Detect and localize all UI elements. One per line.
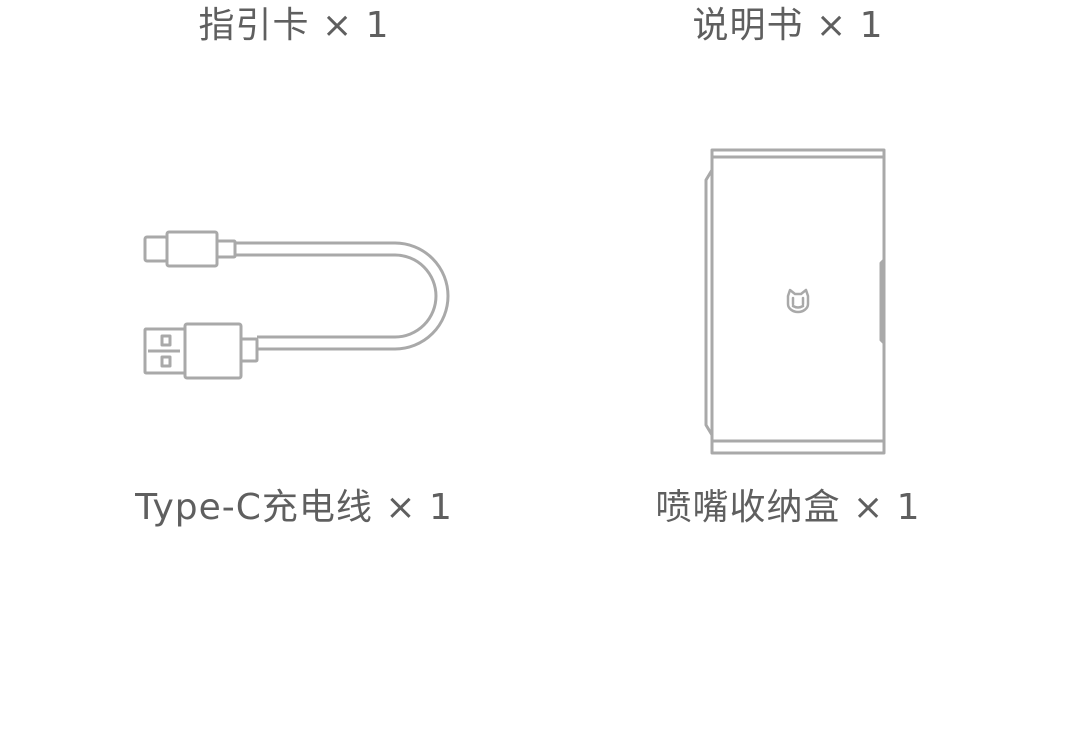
type-c-cable-icon <box>143 230 450 380</box>
type-c-cable-label: Type-C充电线 × 1 <box>135 487 453 528</box>
nozzle-storage-box-icon <box>704 148 886 455</box>
manual-label: 说明书 × 1 <box>692 5 884 46</box>
guide-card-label: 指引卡 × 1 <box>198 5 390 46</box>
nozzle-box-label: 喷嘴收纳盒 × 1 <box>655 487 921 528</box>
